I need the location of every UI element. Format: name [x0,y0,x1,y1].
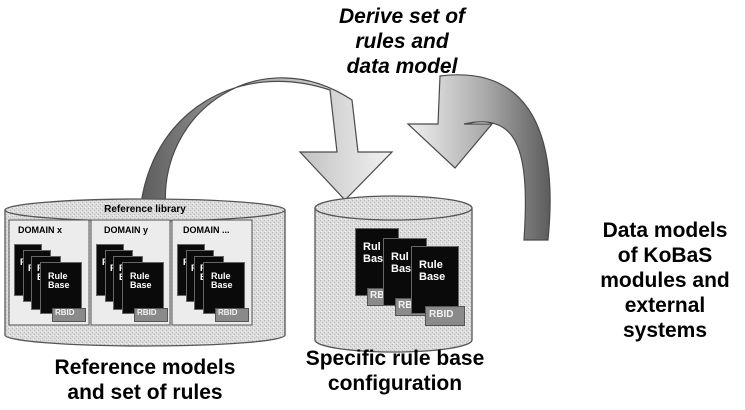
arrow-caption-line: rules and [355,30,449,53]
config-card-stack: Rul Bas RBI Rul Bas RBI Rule Base RBID [355,228,465,328]
data-models-caption: Data models of KoBaS modules and externa… [585,218,745,343]
caption-line: Specific rule base [305,347,485,370]
card-label: Rule Base [130,271,152,291]
rbid-label: RBI [398,300,416,311]
rbid-label: RBID [218,308,238,317]
rbid-label: RBID [137,308,157,317]
arrow-caption-line: Derive set of [338,5,466,28]
rbid-label: RBID [429,309,454,320]
config-card [411,246,459,314]
reference-models-caption: Reference models and set of rules [0,355,290,405]
front-card [40,262,82,314]
rbid-tag [215,308,249,322]
caption-line: modules and [600,269,730,292]
config-card-label: Rul Bas [363,241,384,265]
rbid-tag [134,308,168,322]
domain-card-stack: R R R B Rule Base RBID [96,244,170,324]
domain-title: DOMAIN ... [183,225,230,235]
caption-line: of KoBaS [617,244,713,267]
caption-line: systems [622,319,708,342]
rbid-tag [425,306,465,326]
domain-title: DOMAIN y [104,225,149,235]
caption-line: configuration [327,372,463,395]
caption-line: external [624,294,706,317]
arrow-caption-line: data model [346,55,458,78]
rbid-label: RBI [370,290,388,301]
caption-line: Data models [602,219,728,242]
right-curved-arrow [406,74,551,241]
card-label: Rule Base [211,271,233,291]
left-curved-arrow [139,77,394,213]
domain-card-stack: R R R B Rule Base RBID [14,244,88,324]
domain-title: DOMAIN x [18,225,63,235]
caption-line: Reference models [54,356,236,379]
domain-card-stack: R R R B Rule Base RBID [177,244,251,324]
config-card-label: Rul Bas [391,251,412,275]
configuration-caption: Specific rule base configuration [300,346,490,396]
reference-library-title: Reference library [104,204,186,215]
front-card [122,262,164,314]
rbid-label: RBID [55,308,75,317]
arrow-caption: Derive set of rules and data model [327,4,477,79]
config-card-label: Rule Base [419,259,446,283]
rbid-tag [52,308,86,322]
caption-line: and set of rules [67,381,223,404]
card-label: Rule Base [48,271,70,291]
